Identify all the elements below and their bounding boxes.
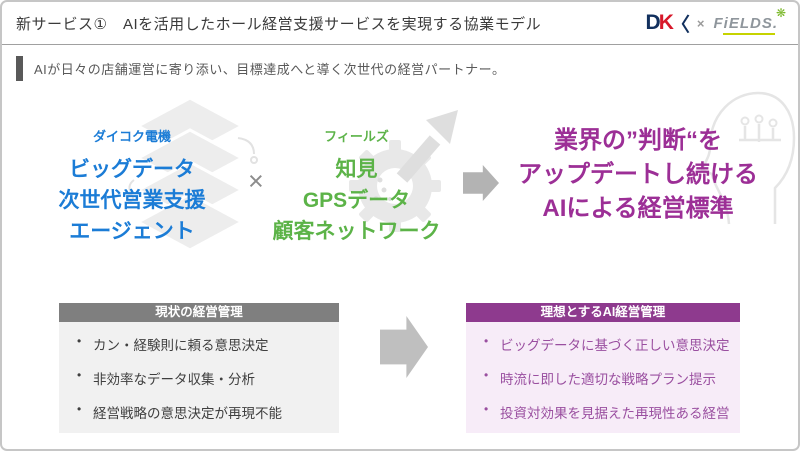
current-box-header: 現状の経営管理 [59, 303, 339, 322]
current-management-box: 現状の経営管理 カン・経験則に頼る意思決定 非効率なデータ収集・分析 経営戦略の… [59, 303, 339, 433]
comparison-section: 現状の経営管理 カン・経験則に頼る意思決定 非効率なデータ収集・分析 経営戦略の… [2, 303, 798, 433]
fields-flower-icon: ❋ [775, 5, 787, 20]
synergy-section: ダイコク電機 ビッグデータ 次世代営業支援 エージェント × フィールズ 知見 … [2, 91, 798, 254]
list-item: 非効率なデータ収集・分析 [65, 361, 333, 395]
subtitle-text: AIが日々の店舗運営に寄り添い、目標達成へと導く次世代の経営パートナー。 [34, 62, 506, 77]
fields-column: フィールズ 知見 GPSデータ 顧客ネットワーク [264, 126, 449, 247]
multiply-symbol: × [248, 166, 264, 196]
fields-underline [723, 32, 776, 35]
fields-line: 顧客ネットワーク [272, 220, 441, 243]
big-right-arrow-icon [380, 316, 428, 378]
ideal-management-box: 理想とするAI経営管理 ビッグデータに基づく正しい意思決定 時流に即した適切な戦… [466, 303, 740, 433]
list-item: 経営戦略の意思決定が再現不能 [65, 395, 333, 429]
current-box-body: カン・経験則に頼る意思決定 非効率なデータ収集・分析 経営戦略の意思決定が再現不… [59, 322, 339, 433]
daikoku-column: ダイコク電機 ビッグデータ 次世代営業支援 エージェント [22, 126, 242, 247]
daikoku-line: エージェント [69, 220, 195, 243]
fields-line: GPSデータ [302, 189, 411, 212]
subtitle-row: AIが日々の店舗運営に寄り添い、目標達成へと導く次世代の経営パートナー。 [16, 56, 506, 81]
subtitle-accent-bar [16, 56, 23, 81]
ideal-box-body: ビッグデータに基づく正しい意思決定 時流に即した適切な戦略プラン提示 投資対効果… [466, 322, 740, 433]
result-line: アップデートし続ける [518, 161, 758, 188]
dk-logo-letter: K [658, 11, 674, 34]
daikoku-line: ビッグデータ [69, 158, 195, 181]
result-line: 業界の”判断“を [554, 127, 722, 154]
list-item: 投資対効果を見据えた再現性ある経営 [472, 395, 734, 429]
dk-logo-letter: D [645, 11, 661, 34]
fields-logo: ❋ FiELDS. [713, 6, 786, 35]
daikoku-line: 次世代営業支援 [58, 189, 206, 212]
list-item: カン・経験則に頼る意思決定 [65, 327, 333, 361]
result-column: 業界の”判断“を アップデートし続ける AIによる経営標準 [487, 124, 789, 226]
fields-logo-text: FiELDS. [713, 14, 778, 32]
daikoku-label: ダイコク電機 [92, 129, 171, 144]
fields-line: 知見 [335, 158, 378, 181]
header-divider [2, 44, 798, 45]
logo-separator: × [696, 15, 705, 31]
ideal-box-header: 理想とするAI経営管理 [466, 303, 740, 322]
list-item: 時流に即した適切な戦略プラン提示 [472, 361, 734, 395]
page-title: 新サービス① AIを活用したホール経営支援サービスを実現する協業モデル [16, 16, 542, 33]
result-line: AIによる経営標準 [542, 195, 734, 222]
list-item: ビッグデータに基づく正しい意思決定 [472, 327, 734, 361]
fields-label: フィールズ [324, 129, 389, 144]
dk-logo-chevron: 〈 [670, 14, 690, 36]
